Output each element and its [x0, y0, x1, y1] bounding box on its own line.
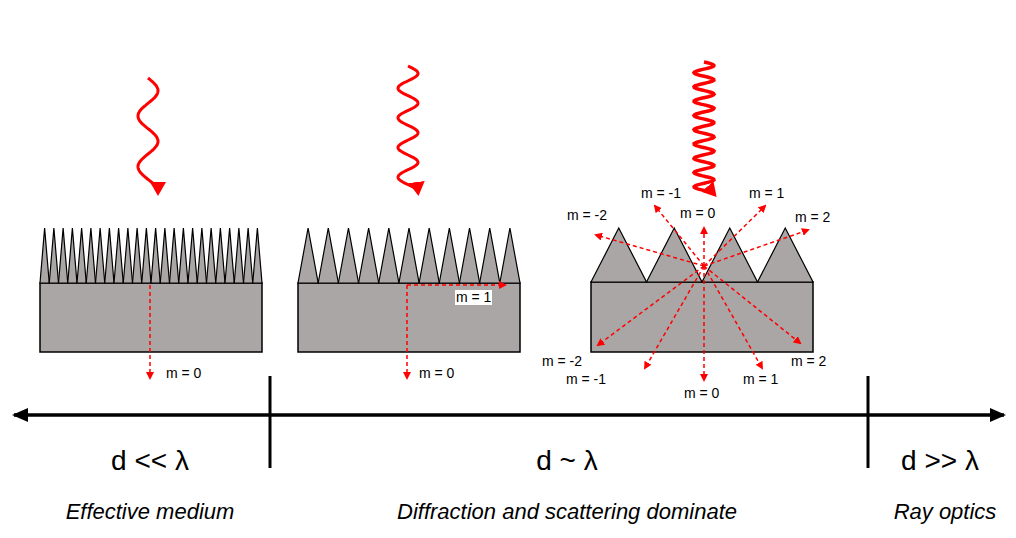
spike	[49, 228, 58, 283]
spike	[142, 228, 151, 283]
order-label: m = -2	[541, 354, 583, 369]
spike	[298, 228, 318, 283]
axis-label: d >> λ	[901, 446, 979, 477]
spike	[399, 228, 419, 283]
regime-caption: Diffraction and scattering dominate	[397, 500, 737, 524]
spike	[338, 228, 358, 283]
spike	[68, 228, 77, 283]
spike	[114, 228, 123, 283]
order-label: m = 0	[418, 366, 455, 381]
spike	[86, 228, 95, 283]
regime-caption: Ray optics	[894, 500, 997, 524]
order-label: m = 0	[683, 386, 720, 401]
spike	[647, 228, 703, 282]
order-label: m = 2	[790, 354, 827, 369]
axis-label: d ~ λ	[536, 446, 597, 477]
spike	[59, 228, 68, 283]
spike	[253, 228, 262, 283]
spike	[318, 228, 338, 283]
substrate	[591, 282, 813, 352]
order-label: m = -1	[640, 186, 682, 201]
spike	[758, 228, 814, 282]
spike	[123, 228, 132, 283]
spike	[151, 228, 160, 283]
spike	[439, 228, 459, 283]
nanostructure	[40, 228, 813, 352]
spike	[40, 228, 49, 283]
order-label: m = 0	[165, 366, 202, 381]
spike	[419, 228, 439, 283]
spike	[207, 228, 216, 283]
order-label: m = 0	[679, 206, 716, 221]
order-label: m = 1	[455, 290, 492, 305]
diffraction-order-arrow	[150, 206, 808, 380]
spike	[459, 228, 479, 283]
incident-wave	[694, 62, 714, 194]
incident-wave	[138, 78, 158, 192]
spike	[216, 228, 225, 283]
incident-wave	[138, 62, 714, 194]
order-label: m = -1	[565, 372, 607, 387]
spike	[244, 228, 253, 283]
spike	[234, 228, 243, 283]
spike	[379, 228, 399, 283]
regime-caption: Effective medium	[66, 500, 235, 524]
axis-label: d << λ	[111, 446, 189, 477]
spike	[179, 228, 188, 283]
substrate	[40, 283, 262, 352]
spike	[197, 228, 206, 283]
spike	[702, 228, 758, 282]
spike	[105, 228, 114, 283]
spike	[133, 228, 142, 283]
spike	[77, 228, 86, 283]
spike	[96, 228, 105, 283]
spike	[170, 228, 179, 283]
order-label: m = 1	[748, 186, 785, 201]
order-label: m = -2	[566, 208, 608, 223]
spike	[359, 228, 379, 283]
order-label: m = 1	[742, 372, 779, 387]
order-label: m = 2	[794, 210, 831, 225]
substrate	[298, 283, 520, 352]
incident-wave	[398, 66, 418, 192]
spike	[160, 228, 169, 283]
spike	[500, 228, 520, 283]
spike	[480, 228, 500, 283]
spike	[188, 228, 197, 283]
spike	[225, 228, 234, 283]
